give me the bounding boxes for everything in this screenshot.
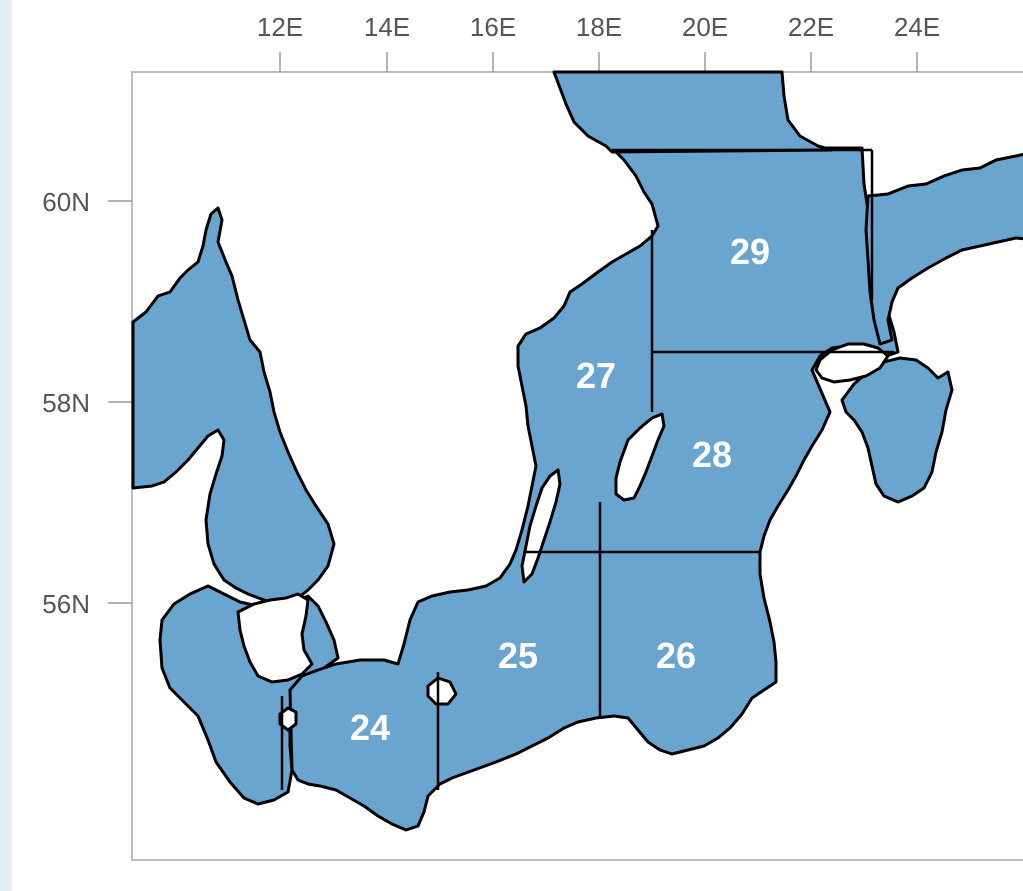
area-label-25: 25 <box>498 635 538 676</box>
area-labels: 29 27 28 25 26 24 <box>350 231 770 748</box>
area-label-27: 27 <box>576 355 616 396</box>
longitude-label: 24E <box>894 12 940 42</box>
latitude-axis: 60N 58N 56N <box>42 187 132 619</box>
zealand-island <box>236 592 314 684</box>
longitude-label: 12E <box>257 12 303 42</box>
baltic-map: 12E 14E 16E 18E 20E 22E 24E 60N 58N 56N <box>42 12 1023 861</box>
area-label-29: 29 <box>730 231 770 272</box>
longitude-label: 20E <box>682 12 728 42</box>
bornholm-island <box>426 676 458 706</box>
kattegat-water <box>131 206 336 608</box>
longitude-label: 18E <box>576 12 622 42</box>
latitude-label: 60N <box>42 187 90 217</box>
saaremaa-island <box>814 342 890 384</box>
gulf-of-finland-water <box>864 152 1023 346</box>
longitude-label: 22E <box>788 12 834 42</box>
latitude-label: 56N <box>42 589 90 619</box>
longitude-axis: 12E 14E 16E 18E 20E 22E 24E <box>257 12 940 72</box>
longitude-label: 14E <box>364 12 410 42</box>
small-island <box>278 706 298 732</box>
oland-island <box>520 468 562 584</box>
map-figure: 12E 14E 16E 18E 20E 22E 24E 60N 58N 56N <box>12 0 1023 891</box>
subdivision-boundaries <box>280 148 894 790</box>
baltic-main-water <box>288 146 900 832</box>
gotland-island <box>614 412 666 502</box>
longitude-label: 16E <box>470 12 516 42</box>
gulf-of-riga-water <box>840 356 954 504</box>
area-label-26: 26 <box>656 635 696 676</box>
latitude-label: 58N <box>42 388 90 418</box>
area-label-24: 24 <box>350 707 390 748</box>
area-label-28: 28 <box>692 434 732 475</box>
